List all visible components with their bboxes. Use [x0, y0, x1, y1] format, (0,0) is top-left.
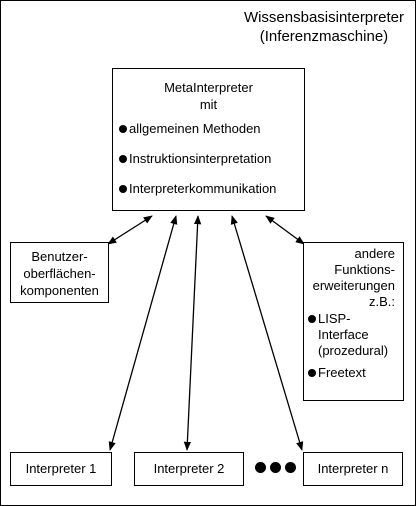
- arrow-meta-benutzer: [107, 215, 153, 245]
- benutzeroberflaechen-box: Benutzer- oberflächen- komponenten: [10, 242, 109, 303]
- andere-line-1: andere: [354, 246, 395, 261]
- bullet-instruktionsinterpretation: Instruktionsinterpretation: [119, 151, 304, 181]
- andere-line-3: erweiterungen: [312, 278, 395, 293]
- bullet-freetext: Freetext: [308, 365, 395, 381]
- benutzer-line-3: komponenten: [20, 283, 99, 298]
- ellipsis-dot: [270, 462, 281, 473]
- arrow-meta-interpreter-n: [230, 215, 304, 451]
- bullet-interpreterkommunikation: Interpreterkommunikation: [119, 181, 304, 211]
- ellipsis-dot: [255, 462, 266, 473]
- benutzer-line-2: oberflächen-: [23, 266, 96, 281]
- title-line-2: (Inferenzmaschine): [259, 28, 389, 45]
- funktionserweiterungen-box: andere Funktions- erweiterungen z.B.: LI…: [303, 242, 404, 401]
- metainterpreter-list: allgemeinen Methoden Instruktionsinterpr…: [113, 121, 304, 211]
- benutzer-line-1: Benutzer-: [31, 249, 88, 264]
- lisp-interface-line-2: Interface: [318, 327, 369, 342]
- arrow-meta-interpreter-2: [183, 215, 202, 451]
- interpreter-2-box: Interpreter 2: [134, 452, 244, 486]
- ellipsis-dot: [285, 462, 296, 473]
- andere-line-4: z.B.:: [368, 294, 395, 309]
- arrow-meta-andere: [265, 215, 305, 245]
- metainterpreter-box: MetaInterpreter mit allgemeinen Methoden…: [112, 68, 305, 211]
- interpreter-1-box: Interpreter 1: [10, 452, 112, 486]
- bullet-allgemeinen-methoden: allgemeinen Methoden: [119, 121, 304, 151]
- metainterpreter-mit: mit: [199, 97, 218, 112]
- title-line-1: Wissensbasisinterpreter: [243, 9, 404, 26]
- andere-line-2: Funktions-: [334, 262, 395, 277]
- arrow-meta-interpreter-1: [108, 215, 178, 451]
- lisp-interface-line-3: (prozedural): [318, 343, 389, 358]
- interpreter-n-box: Interpreter n: [303, 452, 403, 486]
- metainterpreter-title: MetaInterpreter: [164, 80, 253, 95]
- diagram-title: Wissensbasisinterpreter (Inferenzmaschin…: [244, 8, 404, 46]
- bullet-lisp-interface: LISP-: [308, 311, 395, 327]
